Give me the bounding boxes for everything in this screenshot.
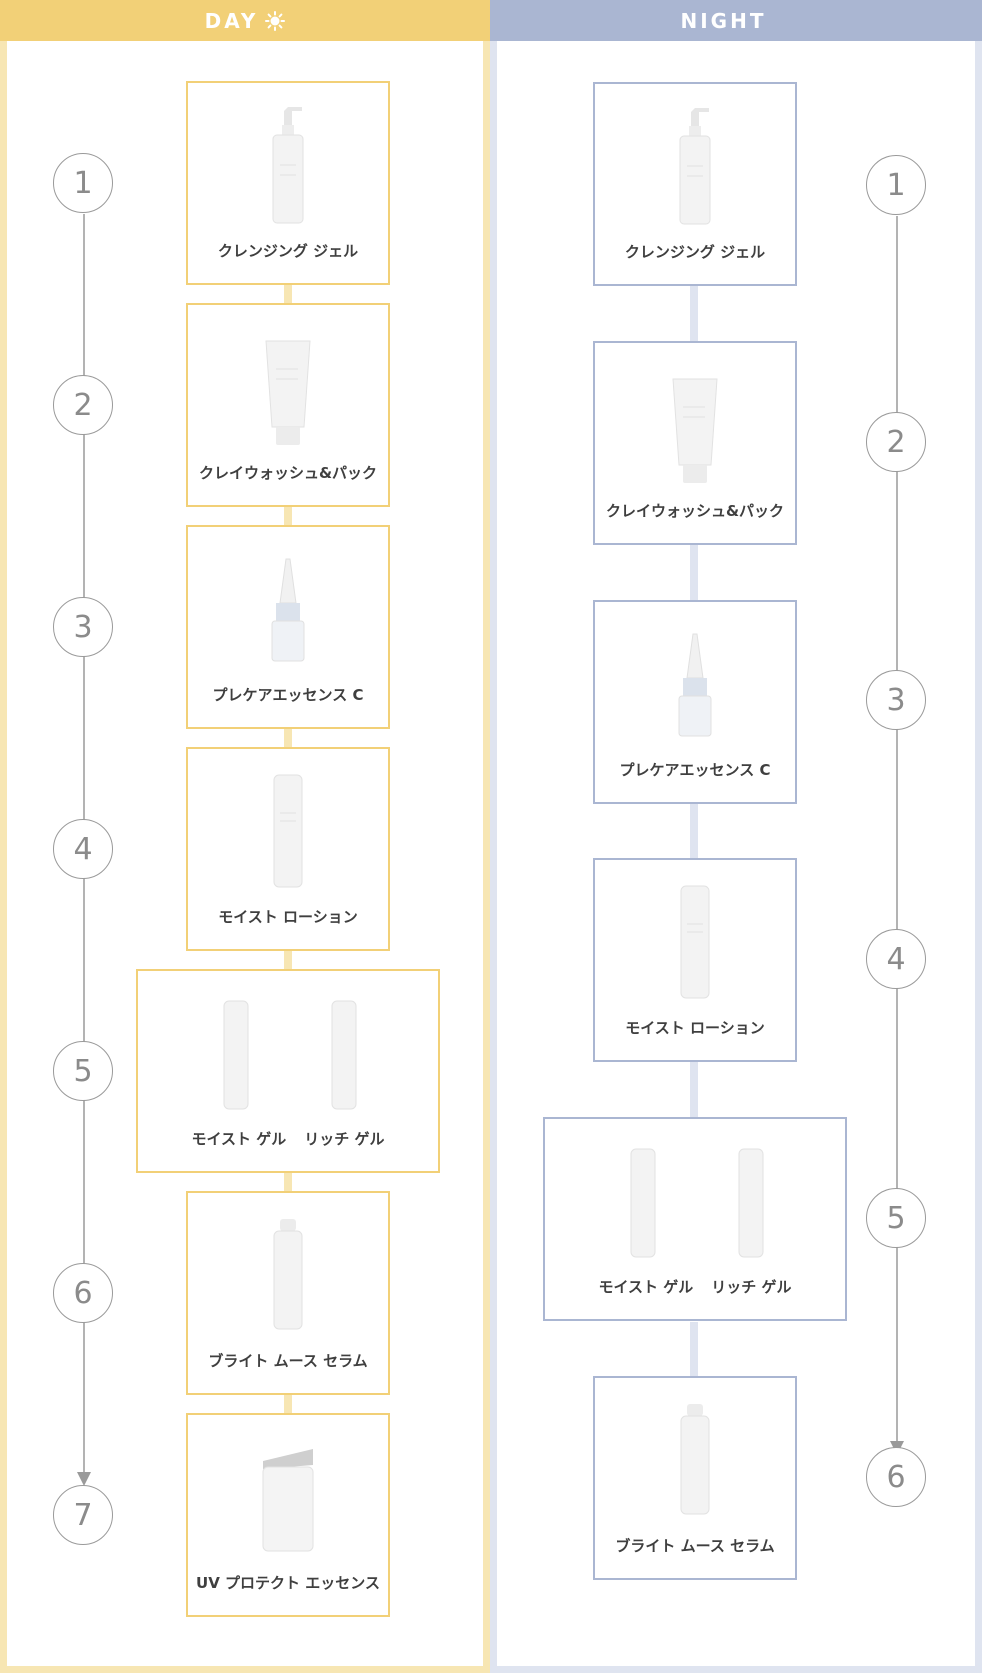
night-card-cleansing-gel[interactable]: クレンジング ジェル (593, 82, 797, 286)
night-card-label: クレンジング ジェル (624, 243, 766, 261)
tube-image (672, 378, 718, 483)
day-card-gels[interactable]: モイスト ゲル リッチ ゲル (136, 969, 440, 1173)
day-left-border (0, 41, 7, 1673)
day-header: DAY (0, 0, 490, 41)
moist-gel-bottle-image (223, 1000, 249, 1110)
night-card-bright-mousse[interactable]: ブライト ムース セラム (593, 1376, 797, 1580)
day-step-2: 2 (53, 375, 113, 435)
mousse-can-image (273, 1219, 303, 1330)
day-title: DAY (204, 8, 259, 33)
rich-gel-bottle-image (331, 1000, 357, 1110)
day-card-label: クレイウォッシュ&パック (198, 464, 378, 482)
day-card-label: UV プロテクト エッセンス (196, 1574, 380, 1592)
night-card-moist-lotion[interactable]: モイスト ローション (593, 858, 797, 1062)
night-card-gels[interactable]: モイスト ゲル リッチ ゲル (543, 1117, 847, 1321)
day-card-label: クレンジング ジェル (217, 242, 359, 260)
night-card-labels: モイスト ゲル リッチ ゲル (545, 1276, 845, 1297)
rich-gel-label: リッチ ゲル (711, 1278, 792, 1296)
moist-gel-bottle-image (630, 1148, 656, 1258)
night-step-2: 2 (866, 412, 926, 472)
day-card-label: プレケアエッセンス C (212, 686, 364, 704)
pump-bottle-image (272, 107, 304, 224)
night-step-5: 5 (866, 1188, 926, 1248)
day-step-6: 6 (53, 1263, 113, 1323)
night-step-1: 1 (866, 155, 926, 215)
day-card-moist-lotion[interactable]: モイスト ローション (186, 747, 390, 951)
day-card-pre-care-essence[interactable]: プレケアエッセンス C (186, 525, 390, 729)
night-right-border (975, 41, 982, 1673)
day-right-border (483, 41, 490, 1673)
day-card-label: モイスト ローション (218, 908, 358, 926)
night-left-border (490, 41, 497, 1673)
night-card-label: モイスト ローション (625, 1019, 765, 1037)
mousse-can-image (680, 1404, 710, 1515)
night-title: NIGHT (680, 8, 767, 33)
night-card-label: ブライト ムース セラム (615, 1537, 775, 1555)
night-card-label: クレイウォッシュ&パック (605, 502, 785, 520)
night-step-4: 4 (866, 929, 926, 989)
night-card-clay-wash[interactable]: クレイウォッシュ&パック (593, 341, 797, 545)
day-step-5: 5 (53, 1041, 113, 1101)
night-bottom-border (490, 1666, 982, 1673)
night-step-3: 3 (866, 670, 926, 730)
night-card-label: プレケアエッセンス C (619, 761, 771, 779)
nozzle-bottle-image (678, 633, 712, 737)
day-card-bright-mousse[interactable]: ブライト ムース セラム (186, 1191, 390, 1395)
day-card-label: ブライト ムース セラム (208, 1352, 368, 1370)
night-card-pre-care-essence[interactable]: プレケアエッセンス C (593, 600, 797, 804)
tall-bottle-image (680, 885, 710, 999)
moist-gel-label: モイスト ゲル (191, 1130, 287, 1148)
day-card-labels: モイスト ゲル リッチ ゲル (138, 1128, 438, 1149)
day-card-clay-wash[interactable]: クレイウォッシュ&パック (186, 303, 390, 507)
rich-gel-bottle-image (738, 1148, 764, 1258)
night-step-6: 6 (866, 1447, 926, 1507)
tall-bottle-image (273, 774, 303, 888)
day-card-cleansing-gel[interactable]: クレンジング ジェル (186, 81, 390, 285)
rich-gel-label: リッチ ゲル (304, 1130, 385, 1148)
pump-bottle-image (679, 108, 711, 225)
moist-gel-label: モイスト ゲル (598, 1278, 694, 1296)
nozzle-bottle-image (271, 558, 305, 662)
uv-bottle-image (262, 1449, 314, 1552)
day-step-1: 1 (53, 153, 113, 213)
day-step-3: 3 (53, 597, 113, 657)
sun-icon (265, 10, 286, 31)
day-bottom-border (0, 1666, 490, 1673)
day-card-uv-protect[interactable]: UV プロテクト エッセンス (186, 1413, 390, 1617)
night-header: NIGHT (490, 0, 982, 41)
day-step-7: 7 (53, 1485, 113, 1545)
day-step-4: 4 (53, 819, 113, 879)
tube-image (265, 340, 311, 445)
